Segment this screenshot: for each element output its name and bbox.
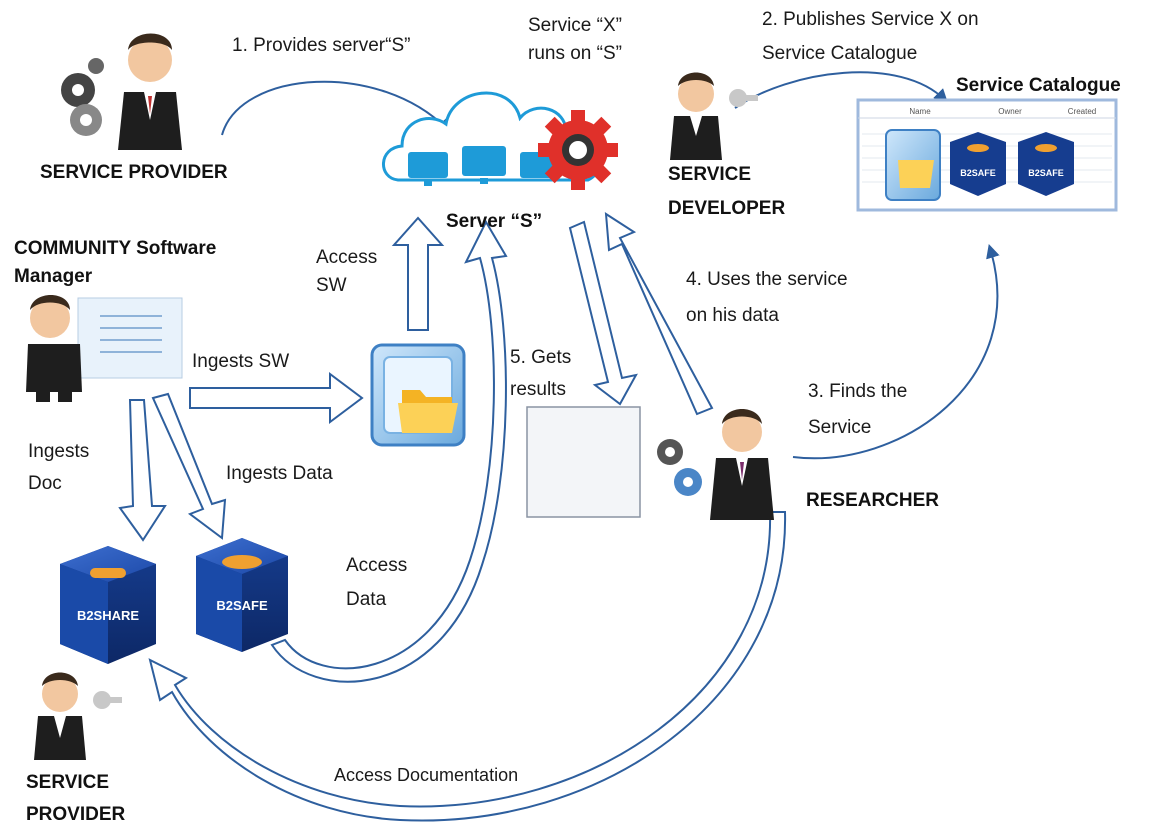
arrow-publishes-service (734, 71, 948, 109)
software-folder-icon (370, 343, 466, 447)
actor-service-developer-line2: DEVELOPER (668, 198, 786, 219)
actor-community-line1: COMMUNITY Software (14, 238, 217, 259)
actor-researcher: RESEARCHER (806, 490, 940, 511)
arrow-ingests-sw (189, 372, 364, 424)
service-provider-bottom-figure (34, 672, 122, 760)
label-uses-service-line2: on his data (686, 305, 779, 326)
arrow-ingests-data (151, 392, 227, 540)
service-catalogue-card (856, 98, 1118, 212)
label-access-sw-line1: Access (316, 247, 378, 268)
label-access-sw-line2: SW (316, 275, 347, 296)
catalogue-col-owner: Owner (998, 107, 1022, 116)
label-access-data-line2: Data (346, 589, 387, 610)
label-access-data-line1: Access (346, 555, 408, 576)
catalogue-col-name: Name (909, 107, 931, 116)
actor-community-line2: Manager (14, 266, 93, 287)
label-ingests-doc-line1: Ingests (28, 441, 90, 462)
arrow-finds-service (792, 243, 1000, 460)
arrow-access-data (270, 219, 508, 683)
label-finds-service-line2: Service (808, 417, 872, 438)
label-publishes-line1: 2. Publishes Service X on (762, 9, 979, 30)
label-service-catalogue: Service Catalogue (956, 75, 1121, 96)
b2share-logo-text: B2SHARE (77, 608, 139, 623)
label-ingests-data: Ingests Data (226, 463, 333, 484)
catalogue-b2safe-2: B2SAFE (1028, 168, 1064, 178)
actor-service-developer-line1: SERVICE (668, 164, 752, 185)
label-ingests-sw: Ingests SW (192, 351, 290, 372)
label-access-documentation: Access Documentation (334, 765, 519, 785)
label-server-s: Server “S” (446, 211, 543, 232)
arrow-ingests-doc (118, 399, 167, 542)
community-manager-figure (26, 295, 183, 402)
catalogue-col-created: Created (1068, 107, 1096, 116)
b2safe-cube (196, 538, 288, 652)
label-gets-results-line1: 5. Gets (510, 347, 572, 368)
researcher-figure (657, 409, 774, 520)
label-service-x-line2: runs on “S” (528, 43, 622, 64)
label-uses-service-line1: 4. Uses the service (686, 269, 848, 290)
arrow-uses-service (604, 212, 714, 416)
arrow-provides-server (221, 80, 451, 136)
arrow-access-documentation (148, 511, 787, 822)
b2safe-logo-text: B2SAFE (216, 598, 268, 613)
arrow-access-sw (391, 216, 445, 331)
label-finds-service-line1: 3. Finds the (808, 381, 908, 402)
label-publishes-line2: Service Catalogue (762, 43, 918, 64)
actor-service-provider-bottom-line1: SERVICE (26, 772, 110, 793)
b2share-cube (60, 546, 156, 664)
label-gets-results-line2: results (510, 379, 566, 400)
label-ingests-doc-line2: Doc (28, 473, 62, 494)
results-table-icon (526, 406, 641, 518)
label-provides-server: 1. Provides server“S” (232, 35, 411, 56)
server-cloud-icon (382, 91, 618, 190)
catalogue-b2safe-1: B2SAFE (960, 168, 996, 178)
service-developer-figure (670, 72, 758, 160)
service-provider-top-figure (61, 33, 182, 150)
actor-service-provider-top: SERVICE PROVIDER (40, 162, 228, 183)
actor-service-provider-bottom-line2: PROVIDER (26, 804, 126, 825)
arrow-gets-results (568, 220, 638, 406)
label-service-x-line1: Service “X” (528, 15, 622, 36)
